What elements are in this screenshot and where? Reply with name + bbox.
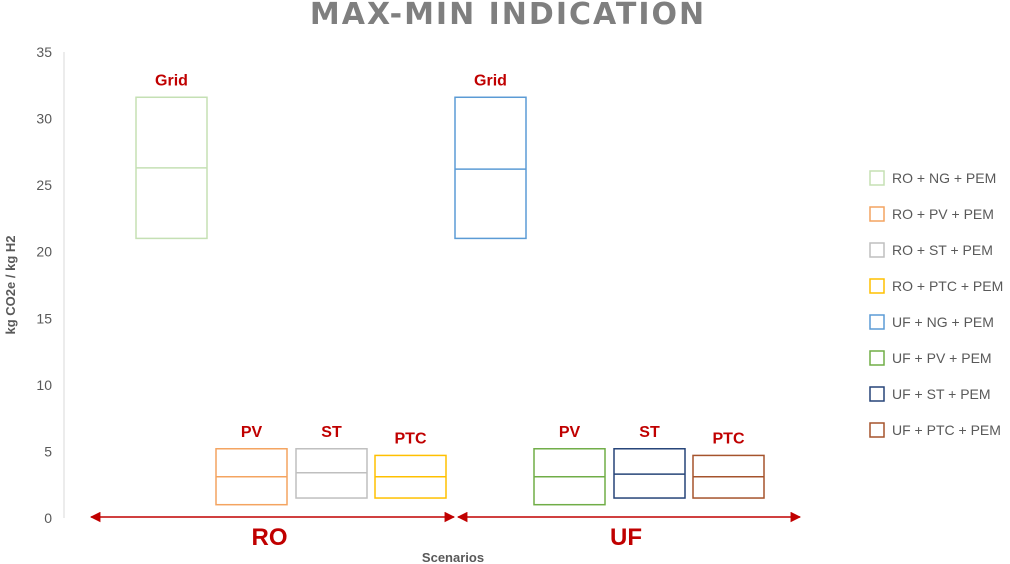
legend-swatch (869, 170, 885, 186)
y-tick-label: 35 (36, 44, 52, 60)
box-label: PV (559, 424, 581, 441)
legend-label: RO + NG + PEM (892, 170, 996, 186)
box-ro-pv-pem: PV (215, 424, 288, 506)
legend-label: UF + PV + PEM (892, 350, 992, 366)
legend-item: RO + NG + PEM (869, 170, 996, 186)
legend-item: UF + PV + PEM (869, 350, 992, 366)
y-tick-label: 15 (36, 310, 52, 326)
box-label: PTC (395, 430, 427, 447)
box-uf-ng-pem: Grid (454, 72, 527, 240)
y-tick-label: 20 (36, 244, 52, 260)
y-tick-label: 25 (36, 177, 52, 193)
group-arrows: RO UF (89, 511, 802, 551)
box-uf-st-pem: ST (613, 424, 686, 499)
legend-label: UF + PTC + PEM (892, 422, 1001, 438)
box-label: Grid (155, 72, 188, 89)
x-axis-title: Scenarios (422, 550, 484, 564)
box-label: PV (241, 424, 263, 441)
box-ro-st-pem: ST (295, 424, 368, 499)
y-tick-label: 30 (36, 111, 52, 127)
y-tick-label: 10 (36, 377, 52, 393)
box-label: Grid (474, 72, 507, 89)
box-rect (454, 96, 527, 240)
y-tick-label: 0 (44, 510, 52, 526)
box-uf-ptc-pem: PTC (692, 430, 765, 499)
legend-swatch (869, 314, 885, 330)
legend-item: RO + PTC + PEM (869, 278, 1003, 294)
group-label: RO (252, 524, 288, 551)
chart-title: MAX-MIN INDICATION (310, 0, 706, 32)
legend-label: UF + ST + PEM (892, 386, 991, 402)
legend-swatch (869, 350, 885, 366)
legend-label: RO + PTC + PEM (892, 278, 1003, 294)
box-label: ST (321, 424, 342, 441)
legend-swatch (869, 386, 885, 402)
legend-label: RO + ST + PEM (892, 242, 993, 258)
legend-label: RO + PV + PEM (892, 206, 994, 222)
y-tick-labels: 0 5 10 15 20 25 30 35 (36, 44, 52, 526)
legend-swatch (869, 278, 885, 294)
legend-item: RO + PV + PEM (869, 206, 994, 222)
legend-swatch (869, 242, 885, 258)
legend: RO + NG + PEM RO + PV + PEM RO + ST + PEM R… (869, 170, 1003, 438)
legend-item: UF + ST + PEM (869, 386, 991, 402)
legend-swatch (869, 206, 885, 222)
y-axis-title: kg CO2e / kg H2 (3, 236, 18, 335)
box-label: PTC (713, 430, 745, 447)
box-label: ST (639, 424, 660, 441)
box-ro-ptc-pem: PTC (374, 430, 447, 499)
y-tick-label: 5 (44, 443, 52, 459)
legend-swatch (869, 422, 885, 438)
group-label: UF (610, 524, 642, 551)
legend-item: RO + ST + PEM (869, 242, 993, 258)
legend-label: UF + NG + PEM (892, 314, 994, 330)
box-uf-pv-pem: PV (533, 424, 606, 506)
legend-item: UF + NG + PEM (869, 314, 994, 330)
legend-item: UF + PTC + PEM (869, 422, 1001, 438)
box-ro-ng-pem: Grid (135, 72, 208, 240)
